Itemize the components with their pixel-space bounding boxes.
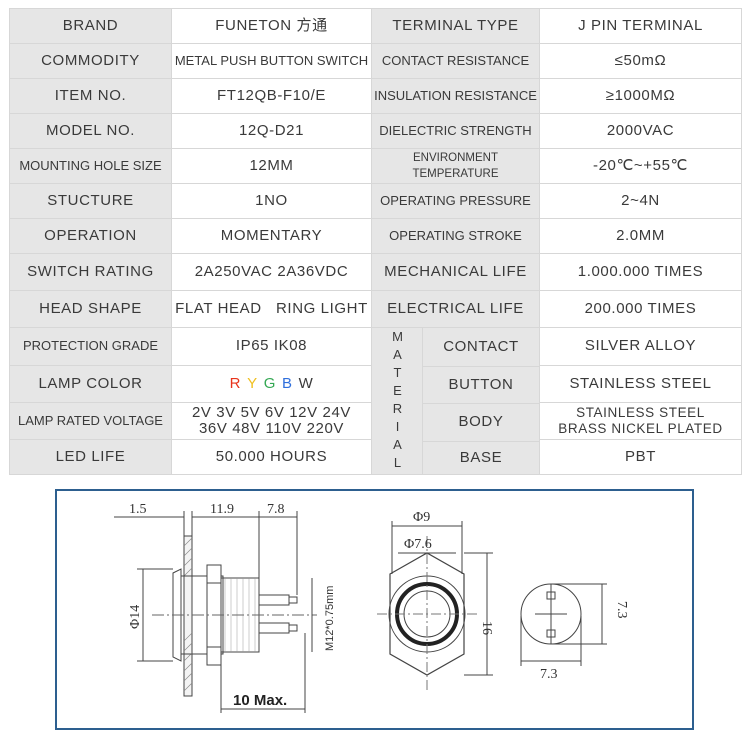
spec-value: 1NO: [171, 183, 372, 220]
spec-value: ≤50mΩ: [539, 43, 742, 80]
spec-label: MECHANICAL LIFE: [371, 253, 540, 291]
spec-row: LED LIFE 50.000 HOURS PBT: [9, 438, 742, 476]
spec-label: TERMINAL TYPE: [371, 7, 540, 45]
dim-7-3-vertical: 7.3: [614, 601, 629, 619]
spec-label: DIELECTRIC STRENGTH: [371, 113, 540, 150]
lamp-voltage-label: LAMP RATED VOLTAGE: [9, 401, 172, 440]
lamp-color-label: LAMP COLOR: [9, 364, 172, 403]
dim-7-8: 7.8: [267, 502, 285, 517]
material-part: BUTTON: [423, 367, 539, 404]
spec-row: SWITCH RATING 2A250VAC 2A36VDC MECHANICA…: [9, 253, 742, 291]
spec-label: CONTACT RESISTANCE: [371, 43, 540, 80]
dim-10max: 10 Max.: [233, 692, 287, 709]
pin-top: [258, 594, 290, 606]
lamp-color-letter: R: [229, 374, 242, 392]
spec-label: OPERATING STROKE: [371, 218, 540, 255]
spec-row: MOUNTING HOLE SIZE 12MM ENVIRONMENT TEMP…: [9, 148, 742, 185]
spec-label: MODEL NO.: [9, 113, 172, 150]
dim-7-3-horizontal: 7.3: [540, 667, 558, 682]
panel-section: [183, 535, 193, 697]
spec-row: ITEM NO. FT12QB-F10/E INSULATION RESISTA…: [9, 78, 742, 115]
button-head-side: [172, 568, 182, 662]
spec-label: ELECTRICAL LIFE: [371, 289, 540, 328]
spec-row: COMMODITY METAL PUSH BUTTON SWITCH CONTA…: [9, 43, 742, 80]
dim-11-9: 11.9: [210, 502, 234, 517]
dim-phi7-6: Φ7.6: [404, 537, 432, 552]
spec-value: 2A250VAC 2A36VDC: [171, 253, 372, 291]
lamp-color-letter: Y: [247, 374, 258, 392]
led-life-value: 50.000 HOURS: [171, 438, 372, 476]
spec-label: COMMODITY: [9, 43, 172, 80]
spec-label: SWITCH RATING: [9, 253, 172, 291]
dim-1-5: 1.5: [129, 502, 147, 517]
material-value: SILVER ALLOY: [539, 326, 742, 366]
lamp-voltage-line: 36V 48V 110V 220V: [198, 419, 345, 437]
dim-phi14: Φ14: [128, 605, 143, 629]
material-value-line: BRASS NICKEL PLATED: [558, 420, 723, 436]
lamp-voltage-line: 2V 3V 5V 6V 12V 24V: [191, 403, 351, 421]
material-value: STAINLESS STEEL BRASS NICKEL PLATED: [539, 401, 742, 440]
spec-row: STUCTURE 1NO OPERATING PRESSURE 2~4N: [9, 183, 742, 220]
material-label-box: MATERIAL: [372, 327, 423, 474]
spec-value: FT12QB-F10/E: [171, 78, 372, 115]
material-label: MATERIAL: [390, 328, 405, 473]
material-value-line: STAINLESS STEEL: [576, 404, 705, 420]
spec-value: FLAT HEAD RING LIGHT: [171, 289, 372, 328]
lamp-color-letter: G: [263, 374, 276, 392]
lamp-color-letter: B: [281, 374, 293, 392]
spec-value: 2.0MM: [539, 218, 742, 255]
spec-label: OPERATION: [9, 218, 172, 255]
protection-grade-value: IP65 IK08: [171, 326, 372, 366]
spec-value: FUNETON 方通: [171, 7, 372, 45]
spec-row: BRAND FUNETON 方通 TERMINAL TYPE J PIN TER…: [9, 7, 742, 45]
material-value: STAINLESS STEEL: [539, 364, 742, 403]
material-part: CONTACT: [423, 328, 539, 367]
spec-value: 200.000 TIMES: [539, 289, 742, 328]
spec-value: MOMENTARY: [171, 218, 372, 255]
dim-phi9: Φ9: [413, 510, 430, 525]
spec-value: -20℃~+55℃: [539, 148, 742, 185]
spec-label: STUCTURE: [9, 183, 172, 220]
spec-row: OPERATION MOMENTARY OPERATING STROKE 2.0…: [9, 218, 742, 255]
spec-label: HEAD SHAPE: [9, 289, 172, 328]
spec-label: BRAND: [9, 7, 172, 45]
led-life-label: LED LIFE: [9, 438, 172, 476]
spec-label: ENVIRONMENT TEMPERATURE: [371, 148, 540, 185]
spec-label: INSULATION RESISTANCE: [371, 78, 540, 115]
spec-value: 12MM: [171, 148, 372, 185]
spec-label: OPERATING PRESSURE: [371, 183, 540, 220]
protection-grade-label: PROTECTION GRADE: [9, 326, 172, 366]
spec-value: 2~4N: [539, 183, 742, 220]
spec-value: 1.000.000 TIMES: [539, 253, 742, 291]
spec-value: 2000VAC: [539, 113, 742, 150]
spec-value: METAL PUSH BUTTON SWITCH: [171, 43, 372, 80]
spec-row: PROTECTION GRADE IP65 IK08 MATERIAL CONT…: [9, 326, 742, 476]
dimension-drawing: 1.5 11.9 7.8 Φ14 M12*0.75mm 10 Max. Φ9 Φ…: [114, 502, 629, 713]
lamp-color-letter: W: [298, 374, 314, 392]
technical-drawing: 1.5 11.9 7.8 Φ14 M12*0.75mm 10 Max. Φ9 Φ…: [55, 489, 694, 730]
pin-bottom: [258, 622, 290, 634]
material-group-cell: MATERIAL CONTACT BUTTON BODY BASE: [371, 326, 540, 476]
spec-value: J PIN TERMINAL: [539, 7, 742, 45]
dim-16: 16: [479, 621, 494, 635]
spec-value: ≥1000MΩ: [539, 78, 742, 115]
spec-value: 12Q-D21: [171, 113, 372, 150]
material-value: PBT: [539, 438, 742, 476]
material-part: BODY: [423, 404, 539, 442]
spec-row: LAMP RATED VOLTAGE 2V 3V 5V 6V 12V 24V 3…: [9, 401, 742, 440]
spec-label: ITEM NO.: [9, 78, 172, 115]
spec-row: HEAD SHAPE FLAT HEAD RING LIGHT ELECTRIC…: [9, 289, 742, 328]
spec-row: MODEL NO. 12Q-D21 DIELECTRIC STRENGTH 20…: [9, 113, 742, 150]
spec-table: BRAND FUNETON 方通 TERMINAL TYPE J PIN TER…: [9, 7, 742, 476]
lamp-voltage-value: 2V 3V 5V 6V 12V 24V 36V 48V 110V 220V: [171, 401, 372, 440]
dim-thread: M12*0.75mm: [324, 586, 336, 651]
spec-label: MOUNTING HOLE SIZE: [9, 148, 172, 185]
material-part: BASE: [459, 448, 503, 466]
